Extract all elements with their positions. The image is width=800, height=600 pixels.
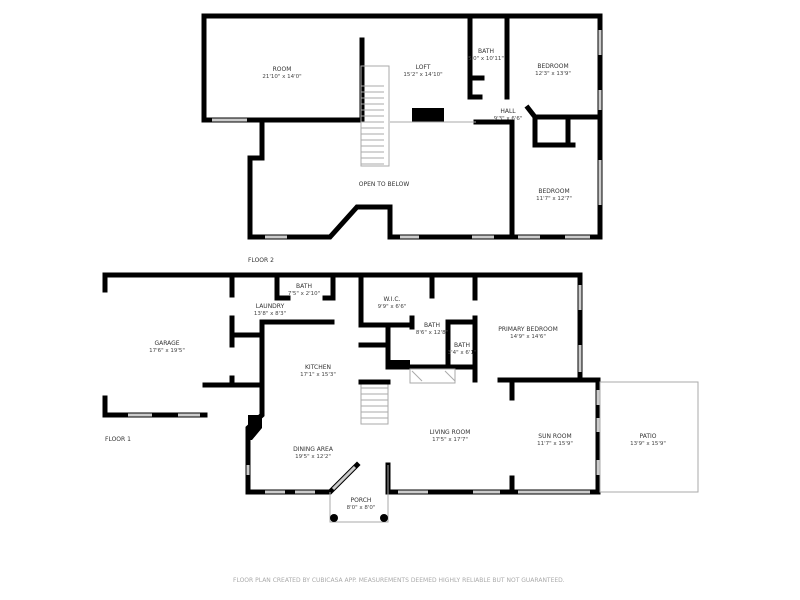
svg-text:19'5" x 12'2": 19'5" x 12'2" [295, 454, 331, 460]
floor-2-stairs [360, 65, 390, 167]
svg-text:11'7" x 12'7": 11'7" x 12'7" [536, 196, 572, 202]
svg-text:7'5" x 2'10": 7'5" x 2'10" [288, 291, 320, 297]
svg-text:GARAGE: GARAGE [154, 340, 179, 347]
svg-text:W.I.C.: W.I.C. [384, 296, 401, 303]
svg-text:KITCHEN: KITCHEN [305, 364, 331, 371]
svg-text:11'7" x 15'9": 11'7" x 15'9" [537, 441, 573, 447]
svg-text:13'8" x 8'3": 13'8" x 8'3" [254, 311, 286, 317]
svg-text:PATIO: PATIO [639, 433, 656, 440]
svg-text:17'6" x 19'5": 17'6" x 19'5" [149, 348, 185, 354]
svg-text:LIVING ROOM: LIVING ROOM [430, 429, 471, 436]
svg-text:17'1" x 15'3": 17'1" x 15'3" [300, 372, 336, 378]
svg-text:BATH: BATH [478, 48, 494, 55]
svg-text:BEDROOM: BEDROOM [538, 188, 569, 195]
svg-text:17'5" x 17'7": 17'5" x 17'7" [432, 437, 468, 443]
svg-text:BATH: BATH [454, 342, 470, 349]
svg-text:3'4" x 6'1": 3'4" x 6'1" [448, 350, 477, 356]
svg-text:ROOM: ROOM [273, 66, 292, 73]
floor-1-label: FLOOR 1 [105, 436, 131, 443]
svg-text:5'0" x 10'11": 5'0" x 10'11" [468, 56, 504, 62]
floor-1-walls [102, 272, 601, 495]
svg-text:DINING AREA: DINING AREA [293, 446, 334, 453]
fireplace [409, 368, 456, 384]
floor-2-label: FLOOR 2 [248, 257, 274, 264]
svg-text:SUN ROOM: SUN ROOM [538, 433, 571, 440]
floor-2-walls [201, 13, 603, 240]
svg-text:14'9" x 14'6": 14'9" x 14'6" [510, 334, 546, 340]
svg-text:PORCH: PORCH [351, 497, 372, 504]
svg-text:12'3" x 13'9": 12'3" x 13'9" [535, 71, 571, 77]
svg-text:15'2" x 14'10": 15'2" x 14'10" [403, 72, 442, 78]
svg-text:9'9" x 6'6": 9'9" x 6'6" [378, 304, 407, 310]
svg-text:21'10" x 14'0": 21'10" x 14'0" [262, 74, 301, 80]
svg-text:8'6" x 12'8": 8'6" x 12'8" [416, 330, 448, 336]
floor-1-stairs [358, 379, 391, 425]
svg-text:BATH: BATH [424, 322, 440, 329]
svg-text:LAUNDRY: LAUNDRY [256, 303, 285, 310]
svg-text:BATH: BATH [296, 283, 312, 290]
svg-text:OPEN TO BELOW: OPEN TO BELOW [359, 181, 410, 188]
svg-text:PRIMARY BEDROOM: PRIMARY BEDROOM [498, 326, 558, 333]
svg-text:8'0" x 8'0": 8'0" x 8'0" [347, 505, 376, 511]
footer-disclaimer: FLOOR PLAN CREATED BY CUBICASA APP. MEAS… [233, 577, 565, 584]
svg-text:HALL: HALL [500, 108, 516, 115]
svg-text:9'3" x 6'6": 9'3" x 6'6" [494, 116, 523, 122]
svg-text:BEDROOM: BEDROOM [537, 63, 568, 70]
svg-text:13'9" x 15'9": 13'9" x 15'9" [630, 441, 666, 447]
svg-text:LOFT: LOFT [416, 64, 431, 71]
room-label: OPEN TO BELOW [359, 181, 410, 188]
room-label: W.I.C.9'9" x 6'6" [378, 296, 407, 310]
patio-outline [599, 381, 699, 493]
porch-outline [329, 465, 389, 523]
